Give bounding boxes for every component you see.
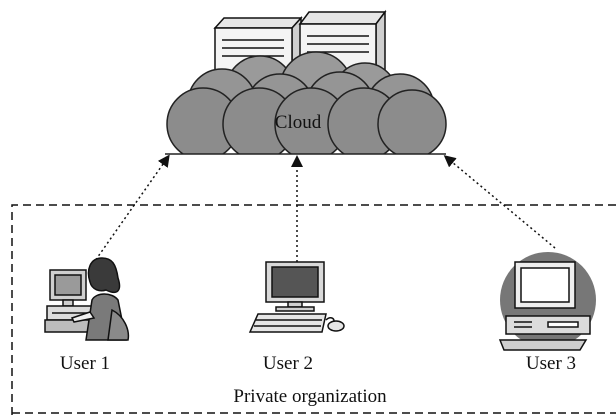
private-organization-boundary [11,204,616,417]
connection-arrow-user3 [443,155,556,249]
connection-arrow-user1 [89,154,170,269]
computer-workstation-icon [498,252,596,351]
private-organization-label: Private organization [233,386,387,407]
user-2-label: User 2 [262,353,314,374]
user-at-computer-icon [44,257,130,341]
user-1-label: User 1 [59,353,111,374]
desktop-computer-icon [248,261,345,333]
user-3-label: User 3 [525,353,577,374]
cloud-label: Cloud [274,112,322,133]
cloud-shape [166,51,447,161]
